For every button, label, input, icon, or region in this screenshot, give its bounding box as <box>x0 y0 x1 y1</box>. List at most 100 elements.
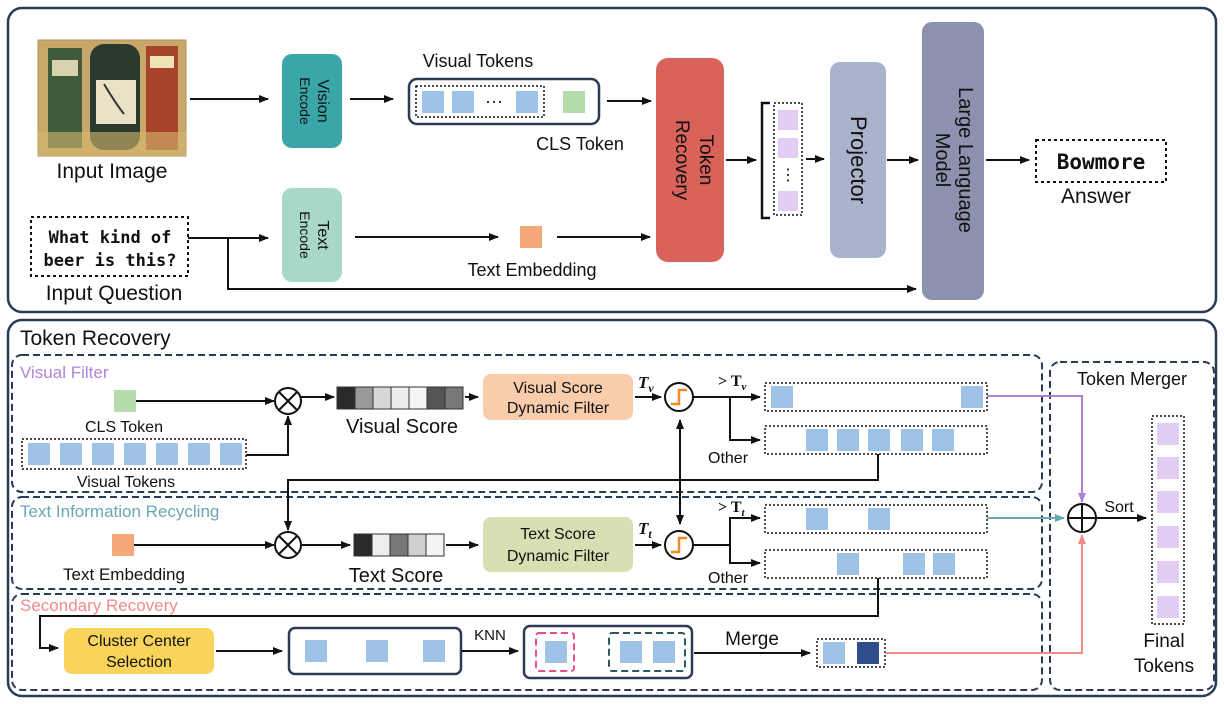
token-merger-region <box>1049 361 1215 691</box>
other-label-1: Other <box>708 450 749 467</box>
output-token <box>778 191 798 211</box>
llm-block <box>922 22 984 300</box>
final-tokens <box>1151 415 1185 625</box>
visual-dynamic-filter-line2: Dynamic Filter <box>507 400 610 417</box>
input-image-label: Input Image <box>57 160 168 183</box>
text-score-label: Text Score <box>349 565 443 587</box>
visual-token <box>188 443 210 465</box>
llm-line1: Large Language <box>954 87 976 233</box>
text-encode-line2: Encode <box>297 211 313 259</box>
other-label-2: Other <box>708 570 749 587</box>
final-token <box>1157 561 1179 583</box>
visual-token <box>305 640 327 662</box>
tt-symbol: Tt <box>638 519 652 541</box>
projector-block <box>830 62 886 258</box>
sort-label: Sort <box>1104 499 1134 516</box>
final-token <box>1157 596 1179 618</box>
final-token <box>1157 423 1179 445</box>
secondary-recovery-region <box>11 593 1043 691</box>
text-recycling-region <box>11 496 1043 590</box>
visual-token <box>901 429 923 451</box>
visual-token <box>620 641 642 663</box>
visual-tokens-group <box>407 77 601 126</box>
vision-encode-line2: Encode <box>297 77 313 125</box>
visual-token <box>933 553 955 575</box>
text-dynamic-filter-line2: Dynamic Filter <box>507 548 610 565</box>
question-line2: beer is this? <box>43 251 176 271</box>
input-image <box>37 39 187 157</box>
plus-circle-icon <box>1067 503 1097 533</box>
knn-label: KNN <box>474 627 506 644</box>
visual-score-bar <box>336 386 464 410</box>
final-line1: Final <box>1143 631 1184 652</box>
visual-token <box>868 429 890 451</box>
visual-filter-region <box>11 354 1043 493</box>
cls-token <box>114 390 136 412</box>
visual-token <box>903 553 925 575</box>
gt-tv-label: > Tv <box>718 373 747 393</box>
visual-token <box>823 642 845 664</box>
bottom-title: Token Recovery <box>20 327 171 350</box>
visual-token <box>423 640 445 662</box>
llm-line2: Model <box>931 133 953 187</box>
visual-filter-title: Visual Filter <box>20 363 109 382</box>
question-line1: What kind of <box>49 228 172 248</box>
knn-groups <box>522 624 694 680</box>
final-token <box>1157 457 1179 479</box>
merge-label: Merge <box>725 629 779 650</box>
visual-token <box>124 443 146 465</box>
text-encode-line1: Text <box>314 220 331 250</box>
cls-token-label-2: CLS Token <box>85 419 163 436</box>
text-dynamic-filter-box <box>483 517 633 572</box>
visual-tokens-label-2: Visual Tokens <box>77 474 175 491</box>
cluster-line1: Cluster Center <box>87 633 191 650</box>
step-threshold-icon <box>664 530 694 560</box>
cls-token-label: CLS Token <box>536 134 624 154</box>
visual-token <box>868 508 890 530</box>
text-embedding-token <box>520 226 542 248</box>
text-embedding-label-2: Text Embedding <box>63 565 185 584</box>
cluster-line2: Selection <box>106 654 172 671</box>
multiply-icon <box>274 387 302 415</box>
multiply-icon <box>274 531 302 559</box>
vision-encode-line1: Vision <box>314 79 331 122</box>
visual-tokens-label: Visual Tokens <box>423 51 533 71</box>
answer-value: Bowmore <box>1057 150 1146 174</box>
visual-token <box>156 443 178 465</box>
merged-token <box>857 642 879 664</box>
token-ellipsis: ··· <box>485 91 503 111</box>
visual-token <box>92 443 114 465</box>
visual-token <box>806 508 828 530</box>
text-embedding-label: Text Embedding <box>467 260 596 280</box>
visual-token <box>932 429 954 451</box>
other-visual-tokens <box>764 425 988 455</box>
text-score-bar <box>353 533 445 557</box>
visual-dynamic-filter-line1: Visual Score <box>513 380 603 397</box>
visual-token <box>422 91 444 113</box>
answer-label: Answer <box>1061 185 1131 208</box>
visual-token <box>771 386 793 408</box>
answer-box <box>1035 139 1167 183</box>
final-line2: Tokens <box>1134 656 1194 677</box>
text-embedding-token <box>112 534 134 556</box>
input-question-label: Input Question <box>46 282 183 305</box>
visual-token <box>837 429 859 451</box>
gt-tt-label: > Tt <box>718 499 746 519</box>
tv-symbol: Tv <box>638 373 654 395</box>
visual-token <box>837 553 859 575</box>
final-token <box>1157 491 1179 513</box>
text-encode-block <box>282 188 342 282</box>
cls-token <box>563 91 585 113</box>
output-token <box>778 138 798 158</box>
output-token <box>778 110 798 130</box>
bottom-panel <box>6 318 1218 698</box>
token-recovery-line2: Recovery <box>671 120 692 201</box>
visual-token <box>653 641 675 663</box>
cluster-center-box <box>64 628 214 674</box>
cluster-centers-group <box>287 626 463 676</box>
visual-score-label: Visual Score <box>346 416 458 438</box>
token-recovery-line1: Token <box>695 135 716 186</box>
vision-encode-block <box>282 54 342 148</box>
visual-token <box>60 443 82 465</box>
